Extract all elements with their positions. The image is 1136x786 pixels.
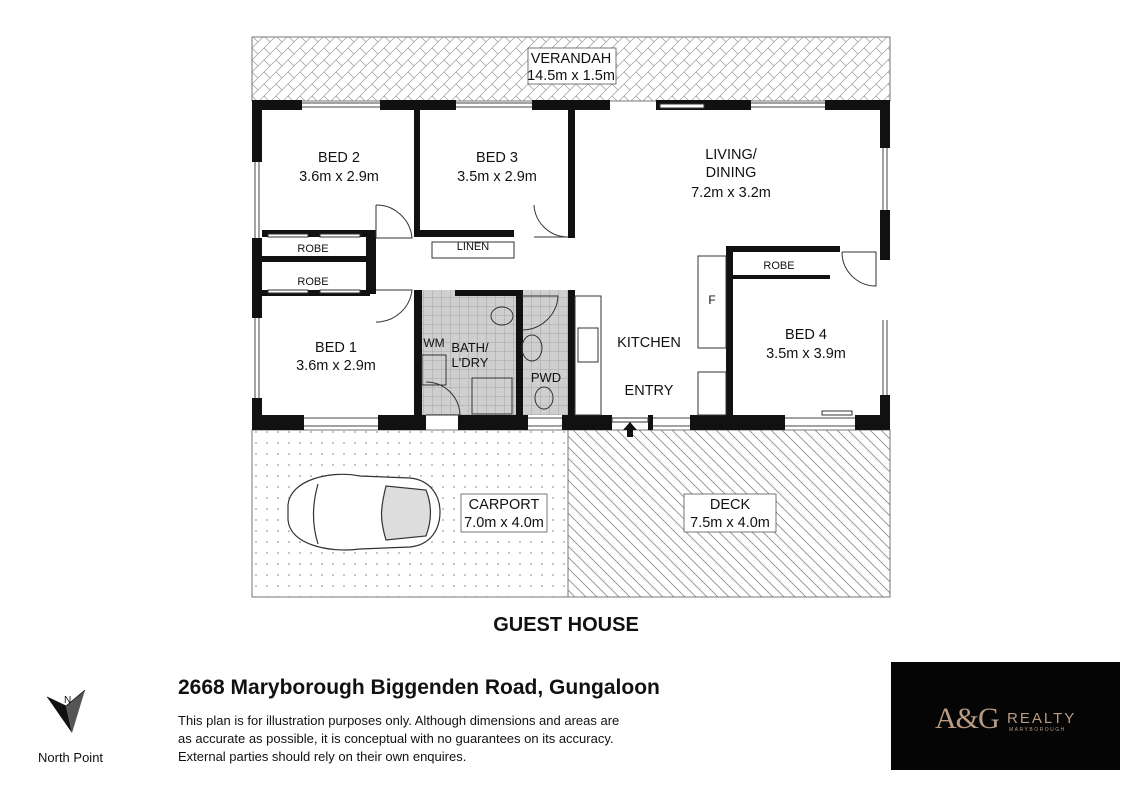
living-label-2: DINING — [706, 165, 757, 181]
disclaimer-line: as accurate as possible, it is conceptua… — [178, 731, 614, 746]
north-point-label: North Point — [38, 750, 104, 765]
bed3-size: 3.5m x 2.9m — [457, 169, 537, 185]
carport-size: 7.0m x 4.0m — [464, 515, 544, 531]
robe-bed1-label: ROBE — [297, 276, 328, 288]
north-arrow-icon: N — [46, 689, 86, 733]
verandah-size: 14.5m x 1.5m — [527, 68, 615, 84]
bed2-label: BED 2 — [318, 150, 360, 166]
entry-arrow-icon — [623, 422, 637, 437]
disclaimer: This plan is for illustration purposes o… — [178, 712, 658, 766]
bed1-size: 3.6m x 2.9m — [296, 358, 376, 374]
bath-label-1: BATH/ — [451, 340, 489, 355]
robe-bed2-label: ROBE — [297, 243, 328, 255]
deck-label: DECK — [710, 497, 751, 513]
entry-label: ENTRY — [625, 383, 674, 399]
disclaimer-line: External parties should rely on their ow… — [178, 749, 467, 764]
bed4-label: BED 4 — [785, 327, 827, 343]
agency-logo: A&G REALTY MARYBOROUGH — [891, 662, 1120, 770]
verandah-label: VERANDAH — [531, 51, 612, 67]
bath-label-2: L'DRY — [452, 355, 489, 370]
pwd-label: PWD — [531, 370, 561, 385]
logo-word: REALTY — [1007, 710, 1077, 727]
wm-label: WM — [423, 336, 444, 350]
fridge-label: F — [708, 293, 715, 307]
living-label-1: LIVING/ — [705, 147, 758, 163]
linen-label: LINEN — [457, 241, 489, 253]
bed1-label: BED 1 — [315, 340, 357, 356]
logo-sub: MARYBOROUGH — [1009, 727, 1066, 733]
deck-size: 7.5m x 4.0m — [690, 515, 770, 531]
bed4-size: 3.5m x 3.9m — [766, 346, 846, 362]
kitchen-label: KITCHEN — [617, 335, 681, 351]
carport-label: CARPORT — [469, 497, 540, 513]
logo-mark: A&G — [935, 702, 1000, 735]
walls — [252, 100, 890, 430]
bed2-size: 3.6m x 2.9m — [299, 169, 379, 185]
bed3-label: BED 3 — [476, 150, 518, 166]
robe-bed4-label: ROBE — [763, 260, 794, 272]
car-icon — [287, 473, 441, 551]
plan-title: GUEST HOUSE — [493, 614, 639, 636]
disclaimer-line: This plan is for illustration purposes o… — [178, 713, 620, 728]
property-address: 2668 Maryborough Biggenden Road, Gungalo… — [178, 676, 660, 699]
bathroom-tiles — [422, 290, 516, 415]
svg-text:N: N — [64, 695, 71, 706]
living-size: 7.2m x 3.2m — [691, 185, 771, 201]
